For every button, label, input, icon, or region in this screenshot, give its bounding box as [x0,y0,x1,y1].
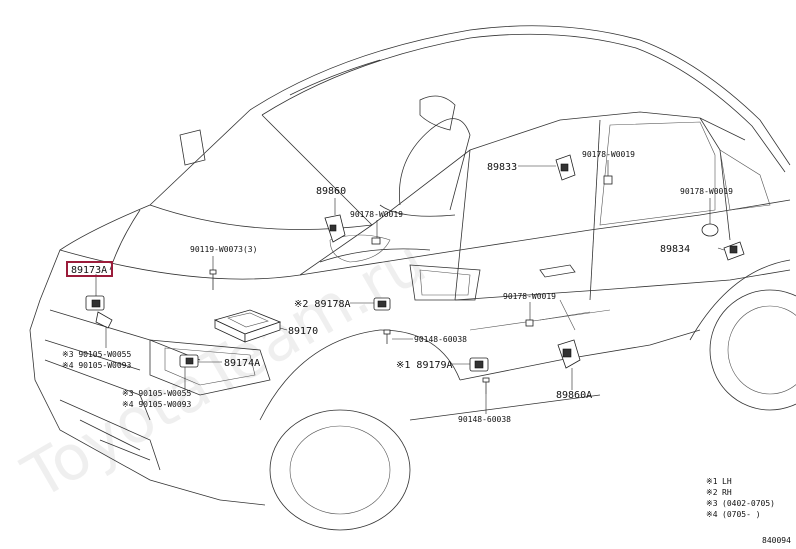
callout-90178-b[interactable]: 90178-W0019 [582,150,635,159]
bolt-90178-d [525,319,534,327]
bolt-90178-a [371,237,381,245]
bolt-90148-a [383,329,391,344]
legend-key-3: ※3 [706,499,718,508]
callout-90178-a[interactable]: 90178-W0019 [350,210,403,219]
callout-90119[interactable]: 90119-W0073(3) [190,245,257,254]
sensor-89860a [557,339,581,369]
callout-90148-a[interactable]: 90148-60038 [414,335,467,344]
sensor-89174a [179,354,199,368]
callout-89174a[interactable]: 89174A [224,358,260,369]
bolt-90178-b [603,175,613,185]
callout-89173a[interactable]: 89173A [71,265,107,276]
sensor-89833 [555,154,576,181]
sensor-89179a [469,357,489,372]
callout-89179a[interactable]: ※1 89179A [396,360,453,371]
callout-89833[interactable]: 89833 [487,162,517,173]
legend-key-1: ※1 [706,477,718,486]
legend: ※1 LH ※2 RH ※3 (0402-0705) ※4 (0705- ) [706,477,775,519]
legend-value-1: LH [722,477,732,486]
front-sensor-89173a [85,295,113,329]
leader-lines [95,160,725,414]
callout-90105-d[interactable]: ※4 90105-W0093 [122,400,192,409]
bolt-90119 [209,269,217,290]
figure-code: 840094 [762,536,791,545]
callout-89860[interactable]: 89860 [316,186,346,197]
callout-labels: 89173A 90119-W0073(3) 89860 90178-W0019 … [62,150,733,424]
callout-89170[interactable]: 89170 [288,326,318,337]
bolt-90148-b [482,377,490,394]
sensor-89178a [373,297,391,311]
legend-value-3: (0402-0705) [722,499,775,508]
callout-90105-c[interactable]: ※3 90105-W0055 [122,389,192,398]
callout-90105-b[interactable]: ※4 90105-W0093 [62,361,132,370]
callout-89834[interactable]: 89834 [660,244,690,255]
callout-90148-b[interactable]: 90148-60038 [458,415,511,424]
sensor-89860 [324,214,346,243]
callout-89860a[interactable]: 89860A [556,390,592,401]
legend-value-2: RH [722,488,732,497]
legend-key-2: ※2 [706,488,718,497]
callout-90105-a[interactable]: ※3 90105-W0055 [62,350,132,359]
sensor-89834 [723,241,745,261]
highlight-box [66,261,113,277]
legend-key-4: ※4 [706,510,718,519]
callout-90178-d[interactable]: 90178-W0019 [503,292,556,301]
legend-value-4: (0705- ) [722,510,761,519]
airbag-ecu-89170 [213,309,282,343]
parts [85,154,745,394]
bolt-90178-c [701,223,719,237]
callout-90178-c[interactable]: 90178-W0019 [680,187,733,196]
callout-89178a[interactable]: ※2 89178A [294,299,351,310]
